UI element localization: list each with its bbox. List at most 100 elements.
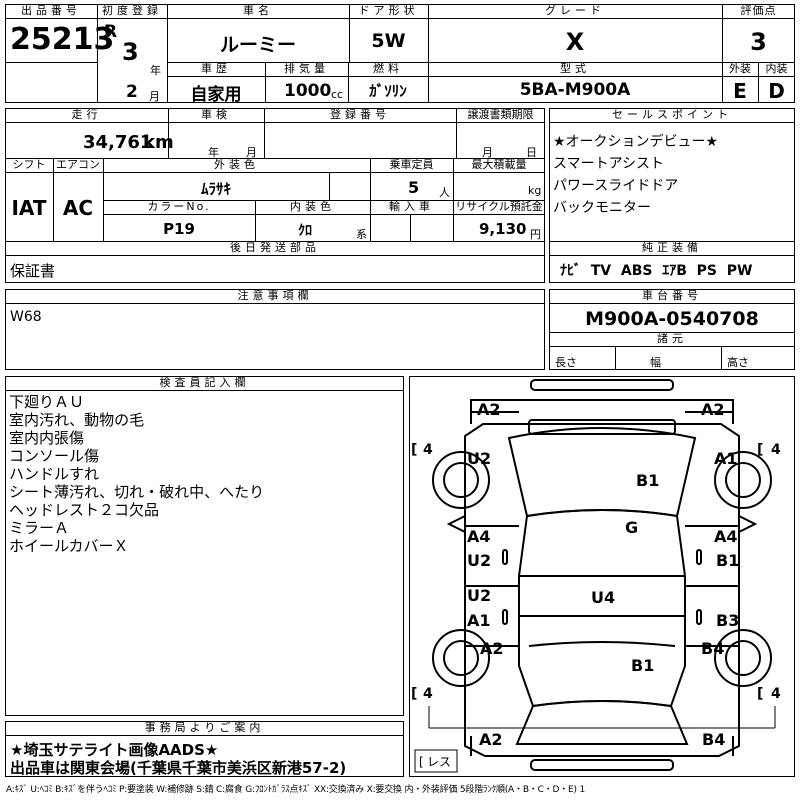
trunk-outline [515, 700, 689, 745]
header-block [5, 4, 795, 103]
recycle-unit: 円 [530, 228, 541, 241]
front-bumper [530, 379, 674, 391]
inspection-year-unit: 年 [208, 146, 219, 159]
office-block [5, 721, 404, 777]
mark-left-front-door-a: A4 [467, 527, 491, 546]
model: 5BA-M900A [519, 80, 631, 100]
office-line-1: ★埼玉サテライト画像AADS★ [10, 741, 219, 759]
name-label: 車名 [243, 4, 273, 17]
transfer-month-unit: 月 [482, 146, 493, 159]
color-no: P19 [163, 220, 195, 238]
interior: ｸﾛ [298, 223, 312, 239]
ext-score: E [733, 79, 747, 103]
plate-label: 登録番号 [330, 108, 390, 121]
mark-trunk: B1 [631, 656, 654, 675]
month-unit: 月 [149, 90, 160, 103]
tire-rl-value: 4 [423, 686, 433, 702]
mark-right-front-fender: A1 [714, 449, 738, 468]
mark-rear-left: A2 [479, 730, 503, 749]
fuel: ｶﾞｿﾘﾝ [369, 82, 407, 100]
ext-label: 外装 [729, 62, 751, 75]
notes-value: W68 [10, 309, 42, 325]
mark-left-rear-door-a: U2 [467, 586, 491, 605]
sales-item: パワースライドドア [553, 178, 679, 194]
inspection-label: 車検 [201, 108, 231, 121]
cabin-outline [518, 509, 686, 708]
era: R [104, 22, 118, 42]
mark-left-rear-fender: A2 [480, 639, 504, 658]
body-outline [464, 423, 740, 757]
model-label: 型式 [560, 62, 590, 75]
transfer-label: 譲渡書類期限 [467, 108, 534, 121]
load-unit: kg [528, 184, 542, 197]
rear-bumper [530, 759, 674, 771]
tire-fr: [ [757, 442, 763, 458]
detail-block [5, 108, 545, 283]
later-label: 後日発送部品 [230, 241, 320, 254]
hood-outline [507, 427, 697, 518]
interior-label: 内装色 [290, 200, 335, 213]
reg-year: 3 [122, 38, 139, 66]
rear-outline [470, 736, 734, 756]
mark-floor: U4 [591, 588, 615, 607]
tire-fl: [ [411, 442, 417, 458]
mark-front-left: A2 [477, 400, 501, 419]
inspector-line: 下廻りＡＵ [9, 393, 85, 411]
inspector-line: ホイールカバーＸ [9, 537, 129, 555]
legend: A:ｷｽﾞ U:ﾍｺﾐ B:ｷｽﾞを伴うﾍｺﾐ P:要塗装 W:補修跡 S:錆 … [6, 785, 585, 795]
inspector-line: ハンドルすれ [9, 465, 100, 483]
cc-unit: cc [331, 88, 344, 101]
grade: X [565, 28, 585, 56]
equipment-value: ﾅﾋﾞ TV ABS ｴｱB PS PW [560, 263, 753, 279]
lot-label: 出品番号 [21, 4, 81, 17]
later-value: 保証書 [10, 262, 56, 280]
load-label: 最大積載量 [471, 158, 527, 171]
length-label: 長さ [555, 356, 577, 369]
car-diagram-svg: [ 4 [ 4 [ 4 [ 4 A2 A2 U2 A1 B1 G A4 U2 A… [411, 379, 781, 773]
sales-item: バックモニター [553, 200, 651, 216]
mark-bonnet: B1 [636, 471, 659, 490]
reg-month: 2 [126, 82, 138, 102]
door-label: ドア形状 [358, 4, 419, 17]
inspector-label: 検査員記入欄 [159, 376, 250, 389]
tire-rl: [ [411, 686, 417, 702]
tire-fl-value: 4 [423, 442, 433, 458]
equipment-label: 純正装備 [642, 241, 702, 254]
right-mirror [738, 515, 758, 533]
score: 3 [750, 28, 767, 56]
car-name: ルーミー [219, 34, 296, 56]
color: ﾑﾗｻｷ [200, 180, 231, 198]
sales-item: スマートアシスト [553, 156, 665, 172]
wheel-rear-right [714, 629, 772, 687]
history-label: 車歴 [201, 62, 231, 75]
chassis-label: 車台番号 [642, 289, 702, 302]
notes-block [5, 289, 545, 370]
inspector-line: 室内内張傷 [9, 429, 85, 447]
shift-label: シフト [12, 158, 46, 171]
spare-box [414, 749, 458, 773]
notes-label: 注意事項欄 [237, 289, 313, 302]
chassis-value: M900A-0540708 [585, 308, 759, 330]
mark-right-rear-fender: B4 [701, 639, 724, 658]
mark-left-front-fender: U2 [467, 449, 491, 468]
mark-roof: G [625, 518, 638, 537]
mark-left-rear-door-b: A1 [467, 611, 491, 630]
grade-label: グレード [545, 4, 605, 17]
height-label: 高さ [727, 356, 749, 369]
mark-left-front-door-b: U2 [467, 551, 491, 570]
mark-front-right: A2 [701, 400, 725, 419]
mark-right-front-door-b: B1 [716, 551, 739, 570]
front-outline [470, 399, 734, 424]
ac-label: エアコン [56, 158, 100, 171]
shift: IAT [11, 196, 47, 220]
inspector-list: 下廻りＡＵ 室内汚れ、動物の毛 室内内張傷 コンソール傷 ハンドルすれ シート薄… [9, 393, 264, 555]
fuel-label: 燃料 [373, 62, 403, 75]
wheel-front-left [432, 451, 490, 509]
year-unit: 年 [150, 64, 161, 77]
chassis-block [549, 289, 795, 370]
spare-bracket-open: [ [419, 755, 424, 769]
seats-label: 乗車定員 [389, 158, 434, 171]
spare-value: レス [427, 755, 451, 769]
inspection-month-unit: 月 [246, 146, 257, 159]
sales-item: ★オークションデビュー★ [553, 134, 719, 150]
